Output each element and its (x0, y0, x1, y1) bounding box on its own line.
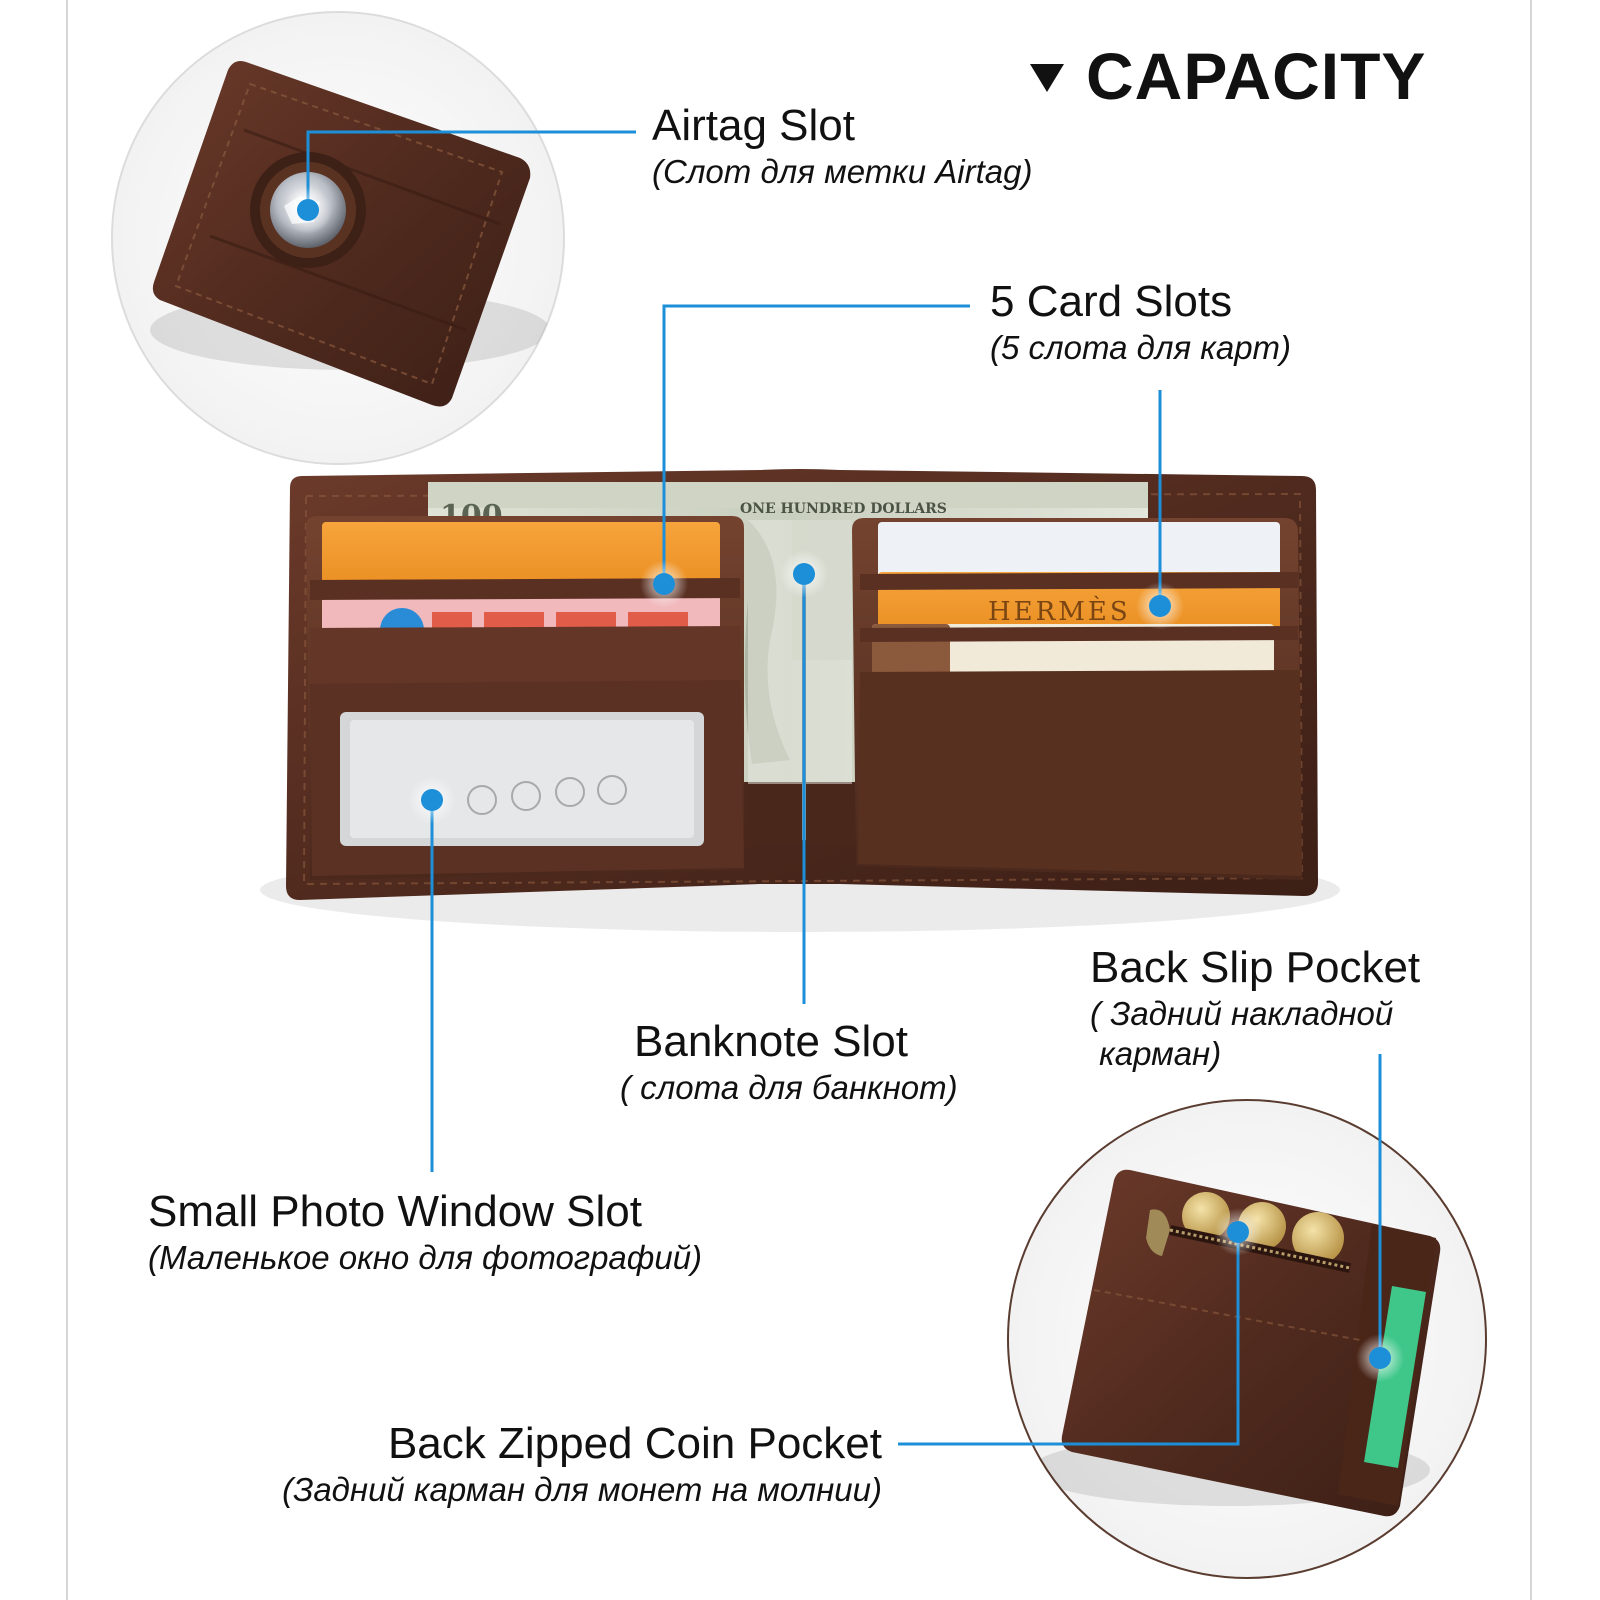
airtag-callout-line (306, 130, 636, 210)
right-border-line (1530, 0, 1532, 1600)
card-slots-label-ru: (5 слота для карт) (990, 328, 1292, 366)
back-slip-label-ru: ( Задний накладной (1090, 994, 1394, 1032)
triangle-down-icon (1030, 64, 1064, 92)
left-border-line (66, 0, 68, 1600)
card-slots-dot-b (1136, 582, 1184, 630)
open-wallet: ONE HUNDRED DOLLARS 100 HERMÈS (260, 469, 1340, 932)
page-title: CAPACITY (1030, 36, 1540, 116)
coin-pocket-label: Back Zipped Coin Pocket (Задний карман д… (170, 1418, 882, 1510)
card-slots-callout-line-a (662, 304, 970, 584)
photo-window-label: Small Photo Window Slot (Маленькое окно … (148, 1186, 702, 1278)
photo-window-dot (408, 776, 456, 824)
back-pocket-inset (1007, 1099, 1487, 1579)
coin-pocket-callout-line (898, 1232, 1240, 1446)
callout-dots (284, 186, 1404, 1382)
back-slip-dot (1356, 1334, 1404, 1382)
coin-pocket-label-en: Back Zipped Coin Pocket (387, 1419, 882, 1468)
coin-pocket-dot (1214, 1208, 1262, 1256)
airtag-dot (284, 186, 332, 234)
back-slip-label-en: Back Slip Pocket (1090, 943, 1421, 992)
airtag-label: Airtag Slot (Слот для метки Airtag) (652, 100, 1032, 192)
banknote-dot (780, 550, 828, 598)
title-text: CAPACITY (1086, 39, 1427, 113)
coin-pocket-label-ru: (Задний карман для монет на молнии) (282, 1470, 882, 1508)
callout-lines (306, 130, 1382, 1446)
photo-window-label-en: Small Photo Window Slot (148, 1187, 642, 1236)
back-slip-label-ru-line2: карман) (1090, 1035, 1222, 1073)
banknote-text: ONE HUNDRED DOLLARS (740, 501, 947, 517)
airtag-label-ru: (Слот для метки Airtag) (652, 152, 1033, 190)
card-slots-label-en: 5 Card Slots (990, 277, 1233, 326)
banknote-label-ru: ( слота для банкнот) (620, 1068, 958, 1106)
airtag-label-en: Airtag Slot (652, 101, 855, 150)
back-slip-label: Back Slip Pocket ( Задний накладной карм… (1090, 942, 1420, 1074)
photo-window-label-ru: (Маленькое окно для фотографий) (148, 1238, 703, 1276)
airtag-inset (111, 11, 565, 465)
banknote-label: Banknote Slot ( слота для банкнот) (620, 1016, 958, 1108)
card-logo: HERMÈS (988, 595, 1131, 627)
banknote-label-en: Banknote Slot (634, 1017, 908, 1066)
card-slots-dot-a (640, 560, 688, 608)
card-slots-label: 5 Card Slots (5 слота для карт) (990, 276, 1291, 368)
